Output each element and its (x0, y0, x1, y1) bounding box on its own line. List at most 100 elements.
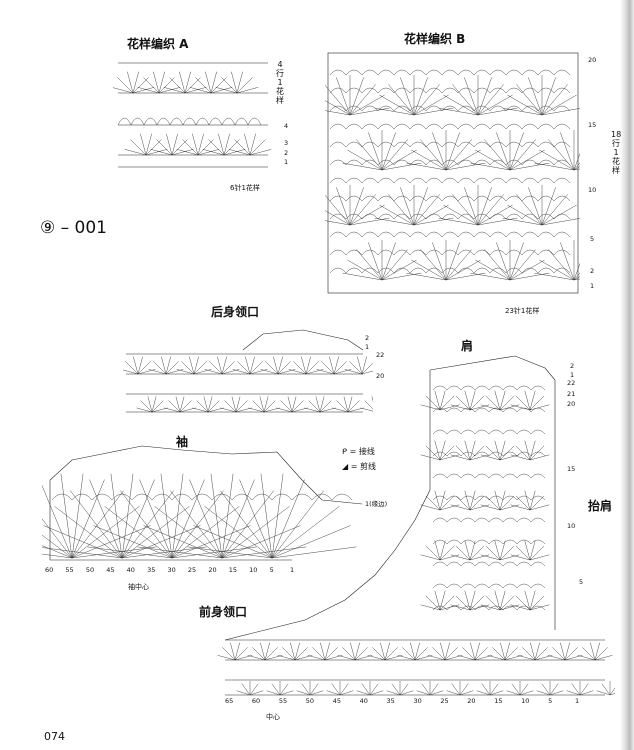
pattern-b-pineapple-fan (445, 242, 460, 281)
sleeve-pineapple-fan (89, 479, 123, 559)
shoulder-chain-arc (474, 407, 490, 413)
sleeve-chain-arc (71, 493, 93, 501)
front-neck-fan-stitch (247, 655, 266, 661)
shoulder-fan-stitch (499, 495, 515, 511)
pattern-b-chain-arc (553, 159, 571, 166)
front-neck-fan-stitch (339, 683, 349, 696)
sleeve-pineapple-fan (121, 479, 155, 559)
pattern-b-pineapple-fan (406, 162, 447, 171)
front-stitch-number-30: 30 (413, 697, 422, 705)
shoulder-chain-arc (460, 385, 476, 391)
front-neck-fan-stitch (506, 690, 521, 696)
pattern-a-fan-stitch (249, 139, 266, 156)
pattern-b-pineapple-fan (379, 204, 415, 226)
shoulder-fan-stitch (425, 445, 441, 461)
pattern-b-pineapple-fan (381, 139, 408, 171)
front-neck-fan-stitch (294, 642, 300, 661)
back-neck-fan-stitch (168, 400, 181, 413)
sleeve-pineapple-fan (70, 490, 123, 559)
shoulder-fan-stitch (499, 404, 520, 411)
shoulder-fan-stitch (529, 390, 536, 411)
pattern-b-pineapple-fan (573, 272, 580, 281)
pattern-b-pineapple-fan (349, 187, 364, 226)
sleeve-pineapple-fan (271, 479, 305, 559)
sleeve-pineapple-fan (71, 525, 151, 559)
front-neck-fan-stitch (547, 655, 566, 661)
pattern-a-chain-arc (117, 117, 132, 126)
sleeve-stitch-number-35: 35 (147, 566, 156, 574)
pattern-b-chain-arc (393, 69, 411, 76)
sleeve-pineapple-fan (71, 506, 140, 559)
shoulder-fan-stitch (499, 454, 520, 461)
pattern-b-chain-arc (441, 177, 459, 184)
shoulder-chain-arc (530, 451, 546, 457)
pattern-b-pineapple-fan (349, 204, 385, 226)
pattern-b-pineapple-fan (541, 84, 568, 116)
front-neck-fan-stitch (462, 647, 476, 661)
back-neck-fan-stitch (248, 407, 265, 413)
shoulder-chain-arc (460, 495, 476, 501)
shoulder-chain-arc (516, 407, 532, 413)
back-neck-fan-stitch (287, 396, 293, 413)
pattern-b-chain-arc (377, 231, 395, 238)
pattern-b-pineapple-fan (477, 187, 492, 226)
front-neck-fan-stitch (594, 655, 613, 661)
shoulder-chain-arc (446, 385, 462, 391)
pattern-b-chain-arc (457, 123, 475, 130)
cut-symbol-icon: ◢ (342, 462, 349, 471)
front-neck-fan-stitch (536, 690, 551, 696)
sleeve-chain-arc (211, 493, 233, 501)
back-neck-fan-stitch (277, 356, 283, 375)
pattern-b-pineapple-fan (406, 272, 447, 281)
back-neck-fan-stitch (161, 356, 167, 375)
shoulder-fan-stitch (524, 490, 531, 511)
pattern-b-chain-arc (377, 159, 395, 166)
shoulder-chain-arc (502, 429, 518, 435)
sleeve-pineapple-fan (271, 473, 284, 559)
shoulder-fan-stitch (529, 554, 550, 561)
front-neck-fan-stitch (564, 642, 570, 661)
shoulder-fan-stitch (499, 504, 520, 511)
shoulder-fan-stitch (455, 595, 471, 611)
shoulder-chain-arc (460, 517, 476, 523)
pattern-b-pineapple-fan (325, 210, 351, 226)
back-neck-fan-stitch (347, 396, 353, 413)
pattern-b-chain-arc (345, 213, 363, 220)
pattern-a-fan-stitch (124, 149, 147, 156)
shoulder-chain-arc (488, 473, 504, 479)
shoulder-chain-arc (474, 429, 490, 435)
pattern-b-pineapple-fan (502, 107, 543, 116)
pattern-b-pineapple-fan (445, 162, 486, 171)
shoulder-fan-stitch (499, 604, 520, 611)
pattern-a-fan-stitch (158, 77, 175, 94)
shoulder-fan-stitch (439, 445, 455, 461)
shoulder-fan-stitch (499, 545, 515, 561)
pattern-b-chain-arc (441, 195, 459, 202)
pattern-b-chain-arc (409, 69, 427, 76)
pattern-b-pineapple-fan (325, 84, 351, 116)
front-neck-fan-stitch (457, 655, 476, 661)
front-stitch-number-60: 60 (251, 697, 261, 705)
pattern-b-chain-arc (361, 87, 379, 94)
pattern-a-fan-stitch (153, 71, 160, 94)
shoulder-chain-arc (502, 407, 518, 413)
pattern-b-pineapple-fan (342, 162, 383, 171)
shoulder-fan-stitch (439, 390, 446, 411)
back-neck-title: 后身领口 (211, 305, 260, 319)
sleeve-pineapple-fan (104, 506, 173, 559)
pattern-b-chain-arc (361, 267, 379, 274)
front-neck-fan-stitch (277, 655, 296, 661)
back-neck-fan-stitch (249, 356, 255, 375)
pattern-b-side-label-1: 行 (612, 139, 620, 148)
pattern-b-chain-arc (441, 267, 459, 274)
front-neck-fan-stitch (601, 683, 611, 696)
pattern-b-chain-arc (489, 141, 507, 148)
pattern-b-chain-arc (393, 267, 411, 274)
pattern-b-pineapple-fan (509, 249, 536, 281)
pattern-a-chain-arc (169, 117, 184, 126)
pattern-b-chain-arc (473, 69, 491, 76)
pattern-b-chain-arc (361, 231, 379, 238)
pattern-b-chain-arc (521, 159, 539, 166)
pattern-a-fan-stitch (189, 87, 212, 94)
pattern-b-chain-arc (361, 141, 379, 148)
